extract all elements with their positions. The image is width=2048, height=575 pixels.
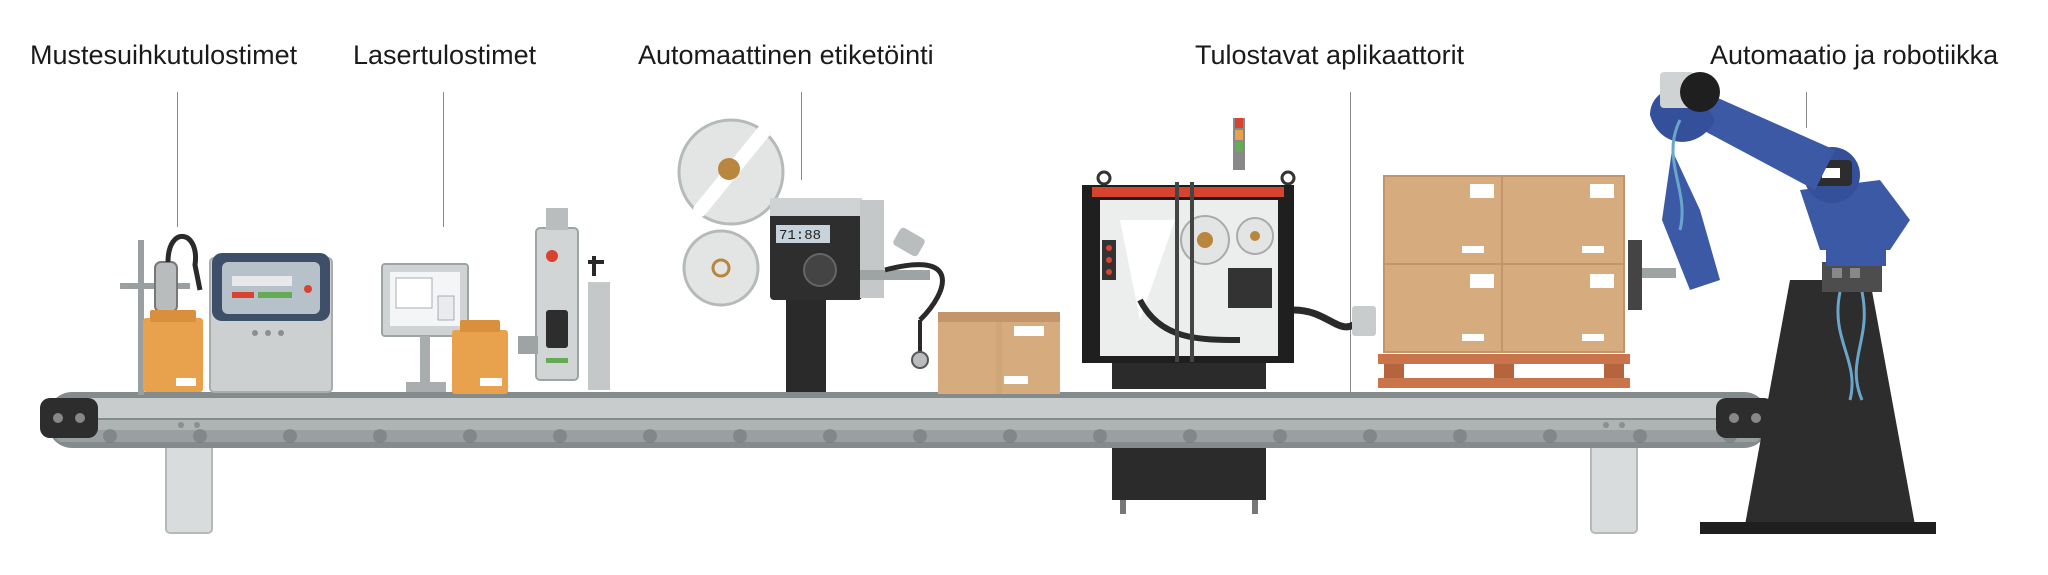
label-automation-robotics: Automaatio ja robotiikka [1710, 40, 1999, 70]
laser-printer [381, 208, 610, 394]
leader-line-print-apply [1350, 92, 1351, 425]
leader-line-robotics [1806, 92, 1807, 128]
label-print-apply: Tulostavat aplikaattorit [1195, 40, 1465, 70]
leader-line-labeling [801, 92, 802, 180]
robot-arm [1650, 72, 1936, 534]
orange-product-box [143, 318, 203, 392]
leader-line-inkjet [177, 92, 178, 227]
inkjet-printer [120, 233, 333, 395]
labeler-display-readout: 71:88 [779, 228, 821, 244]
label-laser-printers: Lasertulostimet [353, 40, 537, 70]
cardboard-box [938, 312, 1060, 394]
leader-line-laser [443, 92, 444, 227]
conveyor-belt [40, 392, 1774, 534]
print-apply-machine [1082, 118, 1376, 514]
pallet-with-boxes [1378, 175, 1676, 388]
label-inkjet-printers: Mustesuihkutulostimet [30, 40, 298, 70]
automatic-labeler: 71:88 [677, 118, 945, 392]
label-automatic-labeling: Automaattinen etiketöinti [638, 40, 934, 70]
